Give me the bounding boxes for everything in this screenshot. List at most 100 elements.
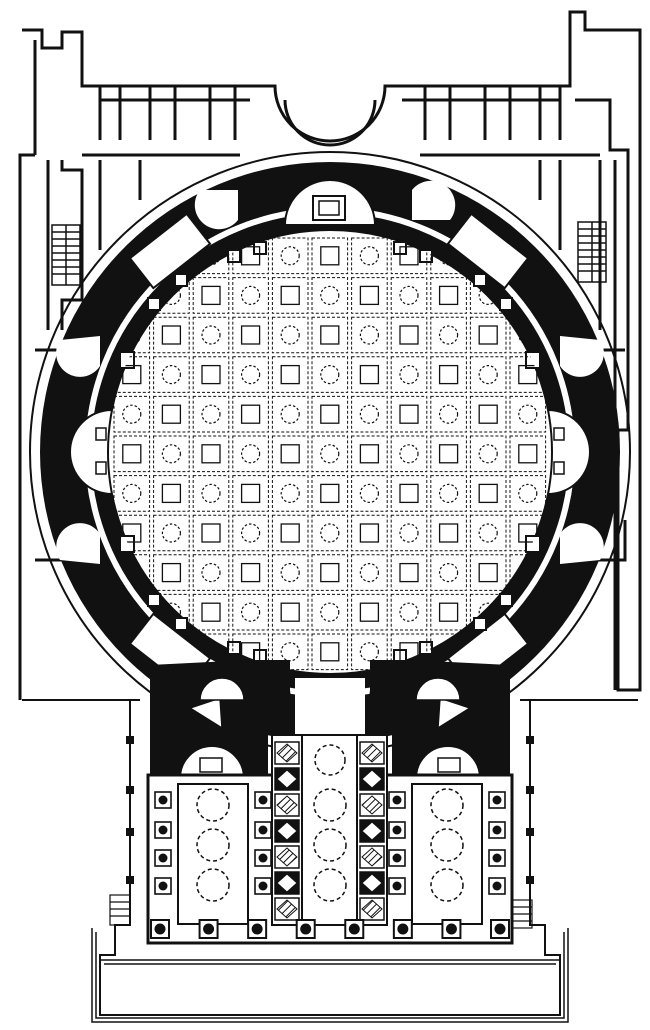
portico-column-circle (196, 868, 230, 902)
side-chain-block (526, 828, 534, 836)
coffer-cell (430, 316, 467, 354)
front-column-shaft (154, 923, 166, 935)
intermediate-block-mass (150, 660, 295, 775)
front-column-shaft (445, 923, 457, 935)
coffer-cell (232, 277, 269, 314)
side-column-shaft (392, 881, 402, 891)
coffer-square (161, 404, 182, 424)
coffer-square (320, 562, 340, 583)
coffer-cell (351, 514, 388, 552)
coffer-cell (271, 633, 309, 671)
niche-nw (128, 212, 212, 290)
pier-lozenge (361, 821, 383, 841)
coffer-circle (399, 285, 419, 305)
coffer-cell (430, 633, 467, 671)
stair-left (51, 224, 81, 286)
coffer-square (240, 562, 261, 583)
side-column-shaft (258, 795, 268, 805)
coffer-square (201, 364, 221, 385)
coffer-circle (399, 602, 419, 622)
coffer-cell (271, 277, 309, 314)
coffer-cell (311, 237, 349, 275)
entrance-passage (295, 678, 365, 738)
coffer-circle (320, 444, 340, 464)
coffer-cell (390, 316, 428, 354)
coffer-circle (359, 642, 379, 662)
coffer-cell (311, 514, 349, 552)
coffer-cell (271, 356, 309, 393)
coffer-cell (390, 554, 428, 591)
side-chain-block (126, 876, 134, 884)
coffer-cell (153, 395, 190, 433)
side-column-shaft (392, 825, 402, 835)
coffer-cell (469, 316, 507, 354)
coffer-square (240, 404, 261, 424)
coffer-square (161, 483, 182, 504)
coffer-circle (161, 523, 181, 543)
coffer-circle (280, 642, 300, 662)
coffer-cell (232, 475, 269, 512)
coffer-square (399, 562, 419, 583)
coffer-cell (469, 356, 507, 393)
coffer-circle (241, 523, 261, 543)
coffer-cell (232, 316, 269, 354)
annex-apse (283, 99, 377, 147)
decorated-piers (271, 734, 388, 926)
coffer-square (280, 602, 300, 622)
coffer-square (240, 246, 261, 266)
coffer-circle (439, 562, 459, 583)
coffer-cell (311, 277, 349, 314)
coffer-square (122, 444, 142, 464)
stair-right (577, 221, 607, 283)
front-column-shaft (300, 923, 312, 935)
side-stairs (188, 696, 472, 730)
coffer-square (320, 642, 340, 662)
coffer-cell (192, 633, 230, 671)
coffer-square (280, 444, 300, 464)
coffer-cell (390, 475, 428, 512)
coffer-square (161, 562, 182, 583)
coffer-circle (280, 246, 300, 266)
coffer-cell (153, 554, 190, 591)
portico-column-circle (196, 788, 230, 822)
coffer-circle (280, 404, 300, 424)
coffer-circle (359, 404, 379, 424)
coffer-square (478, 483, 498, 504)
coffer-cell (113, 356, 151, 393)
side-column-shaft (492, 825, 502, 835)
side-chain-block (126, 786, 134, 794)
coffer-cell (311, 633, 349, 671)
coffer-cell (351, 277, 388, 314)
coffer-square (280, 285, 300, 306)
coffer-cell (351, 356, 388, 393)
coffer-cell (192, 593, 230, 631)
front-column-shaft (348, 923, 360, 935)
coffer-cell (232, 633, 269, 671)
side-column-shaft (492, 795, 502, 805)
bay-right (411, 783, 483, 925)
side-column-shaft (158, 825, 168, 835)
side-column-shaft (492, 881, 502, 891)
coffer-cell (390, 514, 428, 552)
coffer-circle (320, 365, 340, 385)
portico-side-columns (126, 700, 534, 925)
alcove-left (199, 677, 245, 701)
coffer-square (280, 364, 300, 385)
front-column-shaft (251, 923, 263, 935)
coffer-cell (430, 435, 467, 473)
pier-lozenge (276, 873, 298, 893)
niche-ne (446, 212, 530, 290)
pier-lozenge (361, 743, 383, 763)
coffer-cell (192, 514, 230, 552)
pier-lozenge (361, 873, 383, 893)
coffer-cell (192, 316, 230, 354)
coffer-cell (232, 435, 269, 473)
annex-outer-wall (22, 10, 642, 692)
coffer-circle (399, 444, 419, 464)
niche-north-altar (312, 195, 346, 221)
coffer-circle (399, 365, 419, 385)
coffer-circle (280, 562, 300, 583)
side-column-shaft (158, 795, 168, 805)
coffer-square (280, 523, 300, 543)
coffer-cell (232, 395, 269, 433)
